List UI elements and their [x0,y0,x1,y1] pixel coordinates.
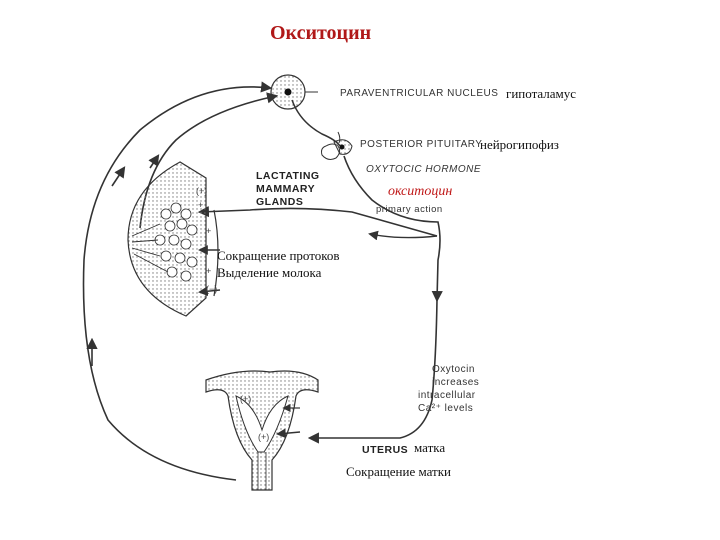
oxytocin-note-line4: Ca²⁺ levels [418,403,473,414]
paraventricular-nucleus-icon [271,75,305,109]
oxytocin-note-line1: Oxytocin [432,364,475,375]
mammary-sign-minus: (−) [206,284,217,294]
milk-release-label: Выделение молока [217,265,321,281]
main-descending-path [310,300,437,438]
uterus-contraction-label: Сокращение матки [346,464,451,480]
to-mammary-return-path [370,234,437,238]
uterus-sign-plus-1: (+) [240,394,251,404]
uterus-label: UTERUS [362,444,408,456]
oxytocin-note-line2: increases [432,377,479,388]
oxytocic-hormone-label: OXYTOCIC HORMONE [366,164,481,175]
oxytocin-note-line3: intracellular [418,390,476,401]
mammary-sign-plus-2: + [198,200,203,210]
uterus-ru-label: матка [414,440,445,456]
primary-action-label: primary action [376,204,443,215]
outer-arrow-2 [112,168,124,186]
paraventricular-label: PARAVENTRICULAR NUCLEUS [340,88,498,99]
uterus-sign-plus-2: (+) [258,432,269,442]
lactating-label-line1: LACTATING [256,170,320,182]
mammary-gland-icon [128,162,206,316]
posterior-pituitary-label: POSTERIOR PITUITARY [360,139,482,150]
mammary-sign-plus-3: + [206,226,211,236]
lactating-label-line2: MAMMARY [256,183,315,195]
diagram-title: Окситоцин [270,22,371,45]
duct-contraction-label: Сокращение протоков [217,248,340,264]
mammary-sign-plus-4: + [206,266,211,276]
neurohypophysis-label: нейрогипофиз [480,137,559,153]
hypothalamus-label: гипоталамус [506,86,576,102]
mammary-sign-plus-1: (+) [196,186,207,196]
hormone-release-path [344,156,440,300]
uterus-icon [206,371,318,490]
lactating-label-line3: GLANDS [256,196,303,208]
neural-tract-line [292,100,340,146]
oxytocin-ru-label: окситоцин [388,184,452,200]
